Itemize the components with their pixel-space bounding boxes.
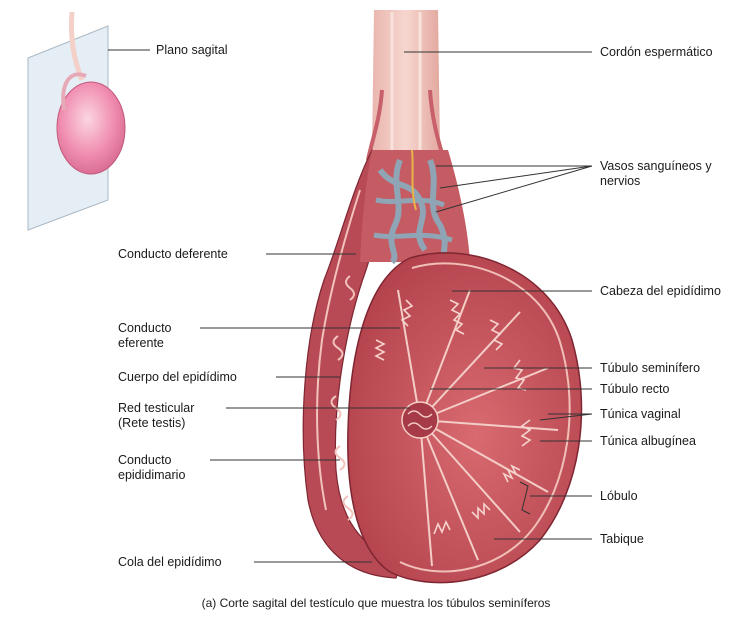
label-tubulo-seminifero: Túbulo seminífero bbox=[600, 361, 701, 375]
label-cola-epididimo: Cola del epidídimo bbox=[118, 555, 222, 569]
leader-lines bbox=[108, 49, 593, 563]
label-lobulo: Lóbulo bbox=[600, 489, 638, 503]
label-conducto-deferente: Conducto deferente bbox=[118, 247, 228, 261]
label-vasos-sanguineos: Vasos sanguíneos y nervios bbox=[600, 159, 712, 188]
label-tunica-albuginea: Túnica albugínea bbox=[600, 434, 696, 448]
label-red-testicular: Red testicular (Rete testis) bbox=[118, 401, 195, 430]
figure-caption: (a) Corte sagital del testículo que mues… bbox=[201, 596, 551, 610]
blood-vessels-nerves bbox=[360, 149, 470, 265]
spermatic-cord bbox=[366, 10, 446, 161]
sagittal-plane-inset bbox=[27, 11, 126, 231]
label-cabeza-epididimo: Cabeza del epidídimo bbox=[600, 284, 721, 298]
testis-body bbox=[347, 252, 583, 584]
label-cordon-espermatico: Cordón espermático bbox=[600, 45, 713, 59]
label-tubulo-recto: Túbulo recto bbox=[600, 382, 670, 396]
label-plano-sagital: Plano sagital bbox=[156, 43, 228, 57]
label-tunica-vaginal: Túnica vaginal bbox=[600, 407, 681, 421]
label-conducto-eferente: Conducto eferente bbox=[118, 321, 172, 350]
label-tabique: Tabique bbox=[600, 532, 644, 546]
label-conducto-epididimario: Conducto epididimario bbox=[118, 453, 186, 482]
label-cuerpo-epididimo: Cuerpo del epidídimo bbox=[118, 370, 237, 384]
